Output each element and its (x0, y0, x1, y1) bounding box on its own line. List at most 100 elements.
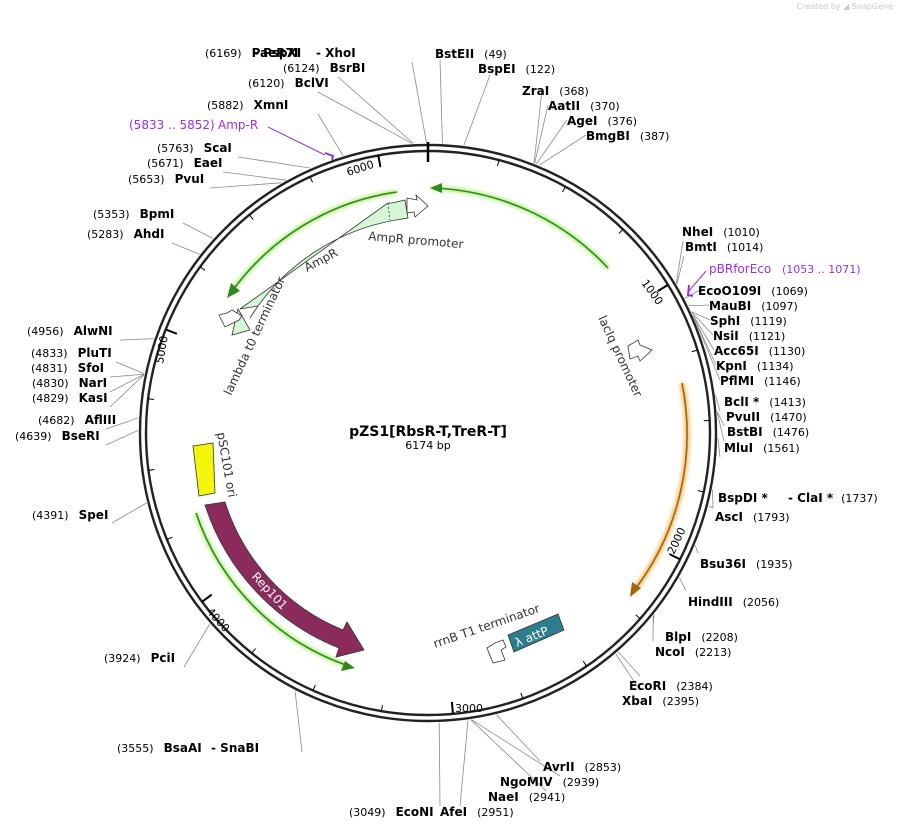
site-position: (1010) (723, 226, 760, 239)
site-leader-line (717, 413, 724, 441)
site-position: (1476) (773, 426, 810, 439)
site-position: (1119) (750, 315, 787, 328)
site-name: BstBI (727, 425, 763, 439)
site-label-pvui: (5653)PvuI (128, 172, 204, 186)
site-position: (1121) (749, 330, 786, 343)
minor-tick (252, 649, 256, 654)
site-leader-line (210, 183, 281, 188)
site-name: EcoRI (629, 679, 666, 693)
site-label-snabi: - SnaBI (211, 741, 259, 755)
site-name: XbaI (622, 694, 652, 708)
site-leader-line (412, 62, 427, 143)
site-label-bsteii: BstEII(49) (435, 47, 507, 61)
major-tick (202, 595, 212, 602)
site-name: HindIII (688, 595, 733, 609)
site-position: (122) (526, 63, 556, 76)
site-label-bstbi: BstBI (1476) (727, 425, 809, 439)
site-label-xmni: (5882)XmnI (207, 98, 288, 112)
site-label-bseri: (4639)BseRI (15, 429, 100, 443)
minor-tick (583, 661, 586, 666)
site-label-bsu36i: Bsu36I (1935) (700, 557, 793, 571)
site-label-blpi: BlpI(2208) (665, 630, 738, 644)
site-label-xbai: XbaI(2395) (622, 694, 699, 708)
site-position: (4682) (38, 414, 75, 427)
site-name: SnaBI (220, 741, 259, 755)
site-name: AscI (715, 510, 743, 524)
site-name: NarI (79, 376, 108, 390)
site-position: (1935) (756, 558, 793, 571)
site-name: PluTI (78, 346, 112, 360)
site-label-kpni: KpnI(1134) (716, 359, 793, 373)
site-name: NgoMIV (500, 775, 553, 789)
site-position: (376) (607, 115, 637, 128)
site-leader-line (677, 256, 684, 284)
site-position: (1561) (763, 442, 800, 455)
site-name: KpnI (716, 359, 747, 373)
ampr-promoter-arrow (407, 195, 428, 217)
site-name: BstEII (435, 47, 474, 61)
site-name: Bsu36I (700, 557, 746, 571)
site-position: (1130) (769, 345, 806, 358)
site-label-econi: (3049) EcoNI (349, 805, 434, 819)
site-position: (4829) (32, 392, 69, 405)
site-name: SpeI (79, 508, 109, 522)
rrnb-terminator-arrow (487, 640, 506, 663)
site-label-xhoi: - XhoI (316, 46, 356, 60)
amp-r-primer-name: Amp-R (218, 118, 258, 132)
site-label-ecoo109i: EcoO109I(1069) (698, 284, 808, 298)
laciq-promoter-arrow (628, 340, 652, 361)
site-name: BpmI (140, 207, 175, 221)
site-name: AflIII (85, 413, 117, 427)
site-label-aatii: AatII(370) (548, 99, 620, 113)
site-label-zrai: ZraI(368) (522, 84, 589, 98)
site-leader-line (238, 157, 310, 168)
site-name: PvuI (175, 172, 205, 186)
site-leader-line (106, 430, 138, 445)
site-position: (368) (559, 85, 589, 98)
site-label-ecori: EcoRI(2384) (629, 679, 713, 693)
site-label-maubi: MauBI(1097) (709, 299, 798, 313)
site-position: (2939) (563, 776, 600, 789)
site-leader-line (183, 223, 213, 238)
site-position: (387) (640, 130, 670, 143)
site-position: (1793) (753, 511, 790, 524)
site-label-afei: AfeI(2951) (440, 805, 514, 819)
site-position: (2853) (585, 761, 622, 774)
site-leader-line (184, 624, 210, 667)
site-name: PciI (151, 651, 176, 665)
site-leader-line (460, 720, 468, 806)
site-name: SfoI (78, 361, 105, 375)
snapgene-credit: Created by ◢ SnapGene (797, 2, 894, 11)
site-name: PvuII (726, 410, 760, 424)
site-label-acc65i: Acc65I(1130) (714, 344, 805, 358)
site-position: (3924) (104, 652, 141, 665)
site-label-ngomiv: NgoMIV (2939) (500, 775, 599, 789)
site-leader-line (110, 375, 144, 392)
site-name: PspXI (263, 46, 301, 60)
site-position: (3049) (349, 806, 386, 819)
minor-tick (562, 187, 565, 192)
site-name: ClaI * (797, 491, 834, 505)
site-leader-line (439, 723, 440, 806)
site-leader-line (223, 172, 286, 180)
site-label-bspdi: BspDI * (718, 491, 768, 505)
major-tick (452, 702, 453, 714)
laci-direction-arc (432, 188, 608, 268)
site-name: BclVI (295, 76, 329, 90)
site-label-sfoi: (4831)SfoI (31, 361, 104, 375)
site-leader-line (717, 411, 724, 426)
site-leader-line (695, 546, 698, 553)
site-name: EaeI (194, 156, 223, 170)
site-label-bsaai: (3555)BsaAI (117, 741, 202, 755)
minor-tick (310, 177, 313, 182)
site-leader-line (318, 114, 343, 156)
site-leader-line (120, 339, 154, 340)
site-label-eaei: (5671)EaeI (147, 156, 222, 170)
site-name: EcoNI (396, 805, 434, 819)
site-label-bsrbi: (6124)BsrBI (283, 61, 365, 75)
site-leader-line (679, 577, 686, 591)
site-name: AatII (548, 99, 580, 113)
minor-tick (249, 215, 253, 220)
